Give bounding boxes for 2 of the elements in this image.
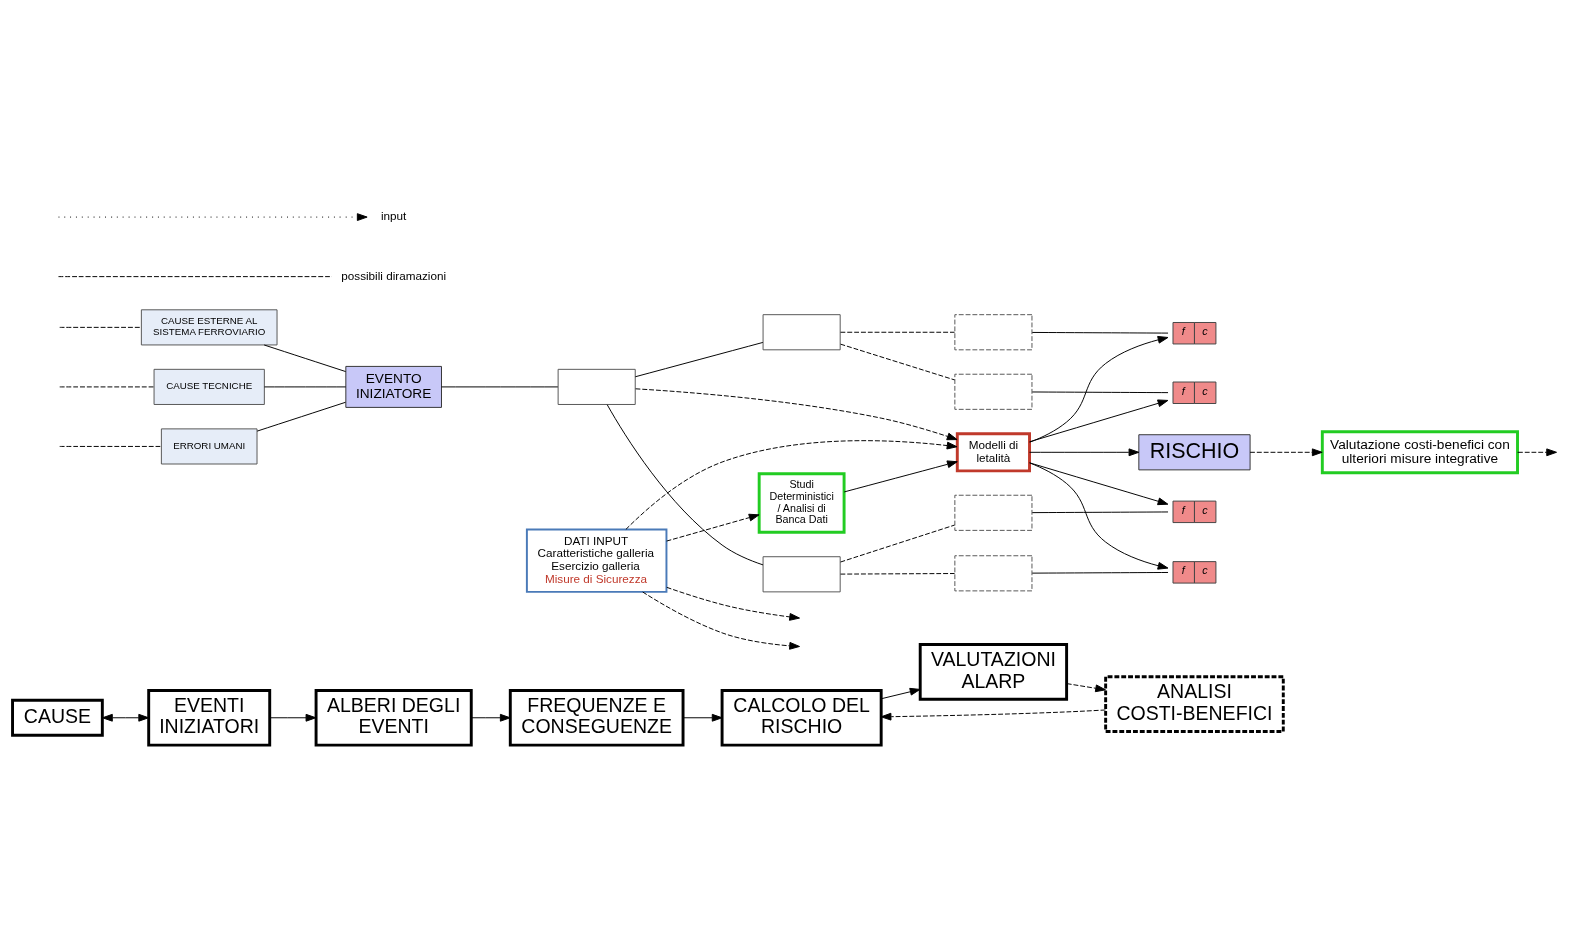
legend-label: input [380, 208, 407, 222]
legend-label: possibili diramazioni [341, 268, 447, 282]
